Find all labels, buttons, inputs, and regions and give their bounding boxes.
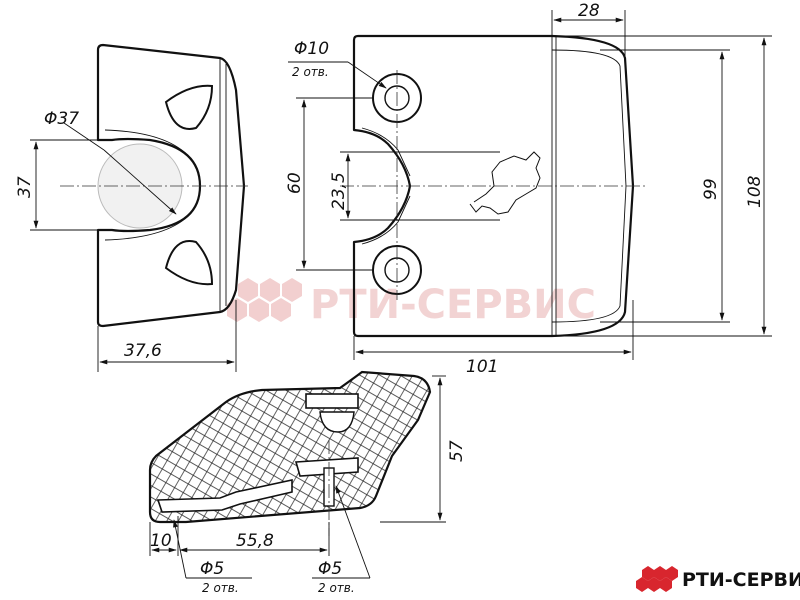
dim-d10-label: Φ10 [294, 39, 329, 59]
dim-d5a-count: 2 отв. [202, 581, 239, 595]
dim-37-6-label: 37,6 [124, 341, 162, 361]
section-slot-top [305, 393, 359, 409]
dim-d37-label: Φ37 [44, 109, 79, 129]
dim-28-label: 28 [578, 1, 600, 21]
dim-108-label: 108 [745, 175, 765, 208]
watermark-text: РТИ-СЕРВИС [310, 282, 596, 328]
dim-101-label: 101 [466, 357, 498, 377]
watermark-logo: РТИ-СЕРВИС [227, 278, 596, 328]
section-view: 57 10 55,8 Φ5 2 отв. Φ5 2 отв. [148, 370, 467, 595]
watermark-hex-icon [227, 278, 302, 322]
dim-37-label: 37 [15, 176, 35, 198]
profile-symbol [469, 151, 541, 215]
dim-57-label: 57 [447, 440, 467, 462]
dim-d10-count: 2 отв. [292, 65, 329, 79]
brand-text: РТИ-СЕРВИС [682, 569, 800, 591]
dim-d5a-label: Φ5 [200, 559, 224, 579]
section-body [148, 370, 432, 524]
dim-99-label: 99 [701, 178, 721, 200]
dim-55-8-label: 55,8 [236, 531, 274, 551]
dim-60-label: 60 [285, 172, 305, 194]
dim-23-5-label: 23,5 [329, 172, 349, 210]
dim-d5b-label: Φ5 [318, 559, 342, 579]
dim-d5b-count: 2 отв. [318, 581, 355, 595]
front-view: Φ10 2 отв. 60 23,5 28 99 108 101 [285, 1, 772, 377]
section-pocket [319, 411, 355, 433]
drop-hole-bottom [164, 240, 214, 286]
section-slot-bottom [156, 479, 293, 513]
brand-logo: РТИ-СЕРВИС [636, 566, 800, 592]
dim-10-label: 10 [150, 531, 172, 551]
brand-hex-icon [636, 566, 678, 592]
side-view: Φ37 37 37,6 [15, 43, 248, 372]
section-slot-mid [294, 457, 359, 477]
drop-hole-top [164, 84, 214, 130]
